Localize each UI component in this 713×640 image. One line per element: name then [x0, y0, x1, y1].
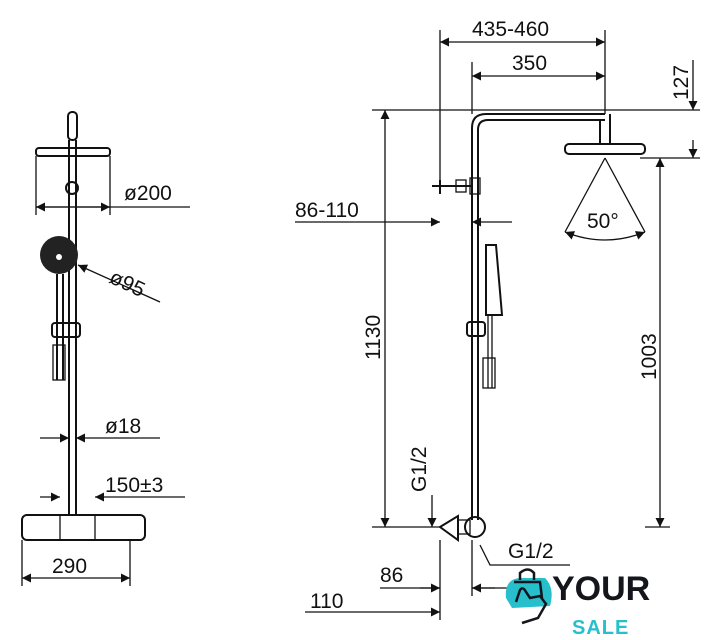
- dim-inlet-spacing: 150±3: [105, 474, 163, 497]
- dim-outlet-thread: G1/2: [508, 540, 554, 563]
- dim-arm-reach: 350: [512, 52, 547, 75]
- dim-arm-reach-range: 435-460: [472, 18, 549, 41]
- side-view: ø200 ø95 ø18 150±3 290: [21, 111, 190, 586]
- dim-head-height: 1003: [638, 333, 661, 380]
- dim-head-diameter: ø200: [124, 182, 172, 205]
- logo-text-sale: SALE: [572, 617, 629, 639]
- dim-thermostat-width: 290: [52, 555, 87, 578]
- dim-wall-to-mixer: 110: [310, 590, 343, 613]
- dim-wall-bracket-range: 86-110: [295, 199, 359, 222]
- your-sale-logo: YOUR SALE: [505, 568, 650, 639]
- dim-total-height: 1130: [362, 315, 385, 360]
- front-view: 50° 435-460 350 127 86-110 1130 1003 G1/…: [295, 18, 700, 620]
- dim-head-offset: 127: [670, 65, 693, 100]
- dim-inlet-thread: G1/2: [408, 446, 431, 492]
- dim-wall-to-pipe: 86: [380, 564, 403, 587]
- dim-pipe-diameter: ø18: [105, 415, 141, 438]
- dim-hand-shower-diameter: ø95: [106, 266, 149, 302]
- logo-text-your: YOUR: [552, 570, 650, 608]
- dim-spray-angle: 50°: [587, 210, 619, 233]
